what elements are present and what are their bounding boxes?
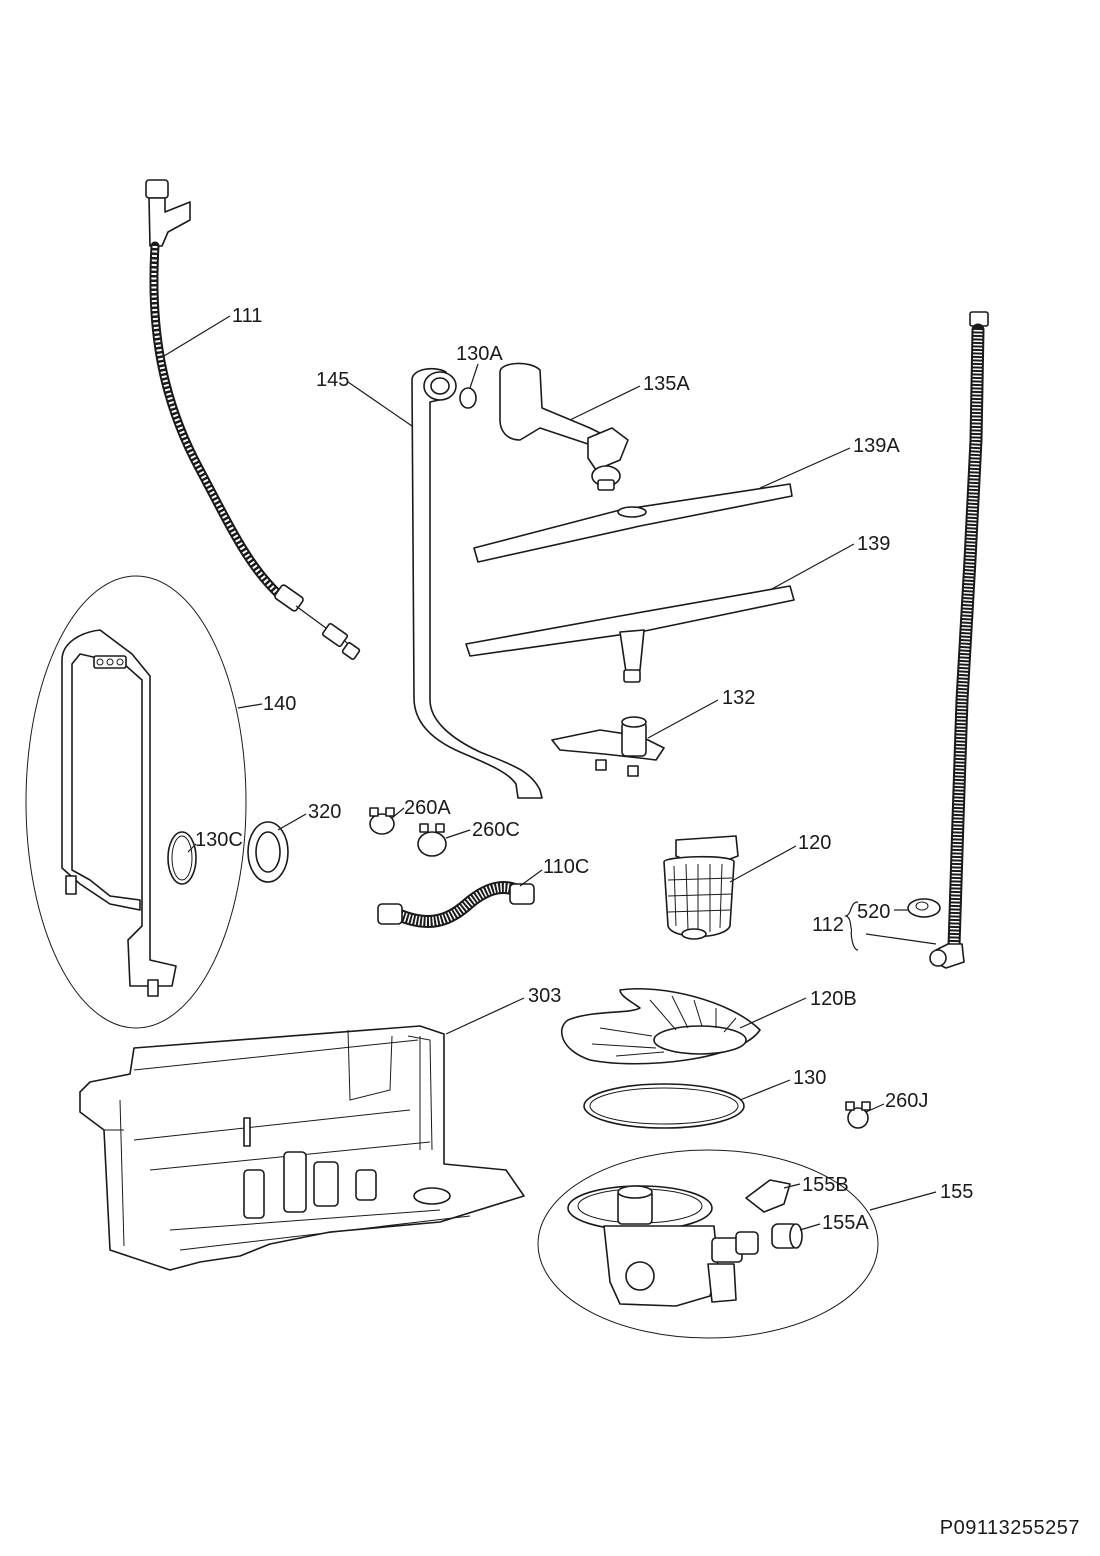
part-145-spray-tube [411,367,543,799]
part-112-drain-hose [929,311,989,969]
label-260C: 260C [472,819,520,841]
part-130A-o-ring [459,387,477,409]
label-130C: 130C [195,829,243,851]
part-155B-valve-flap [745,1179,791,1213]
label-260A: 260A [404,797,451,819]
label-155A: 155A [822,1212,869,1234]
label-520: 520 [857,901,890,923]
label-155B: 155B [802,1174,849,1196]
part-520-cap [907,898,941,918]
label-130: 130 [793,1067,826,1089]
part-130-seal [583,1083,745,1129]
label-320: 320 [308,801,341,823]
label-155: 155 [940,1181,973,1203]
callout-ellipse-140 [25,575,247,1029]
part-120B-filter-plate [560,987,761,1065]
part-155-sump [567,1185,759,1307]
part-139-lower-spray-arm [465,585,795,683]
label-260J: 260J [885,1090,928,1112]
part-140-air-duct [61,629,177,997]
label-140: 140 [263,693,296,715]
part-260C-hose-clip [417,823,447,857]
label-139A: 139A [853,435,900,457]
part-110C-connecting-hose [377,880,535,928]
part-155A-connector [771,1223,803,1249]
part-320-gasket [247,821,289,883]
label-120: 120 [798,832,831,854]
part-111-inlet-hose [145,179,361,660]
part-132-spray-arm-carrier [551,716,665,777]
part-260J-hose-clip [845,1101,871,1129]
label-112: 112 [812,914,844,936]
part-130C-o-ring [167,831,197,885]
label-139: 139 [857,533,890,555]
document-code: P09113255257 [939,1517,1080,1539]
label-130A: 130A [456,343,503,365]
part-260A-hose-clip [369,807,395,835]
label-110C: 110C [543,856,589,878]
part-303-base-tray [79,1025,525,1271]
label-145: 145 [316,369,349,391]
label-120B: 120B [810,988,857,1010]
label-303: 303 [528,985,561,1007]
callout-ellipse-155 [537,1149,879,1339]
label-135A: 135A [643,373,690,395]
part-120-filter [663,835,739,940]
label-132: 132 [722,687,755,709]
part-139A-upper-spray-arm [473,483,793,563]
label-111: 111 [232,305,262,327]
part-135A-spray-arm-supply [499,362,629,491]
